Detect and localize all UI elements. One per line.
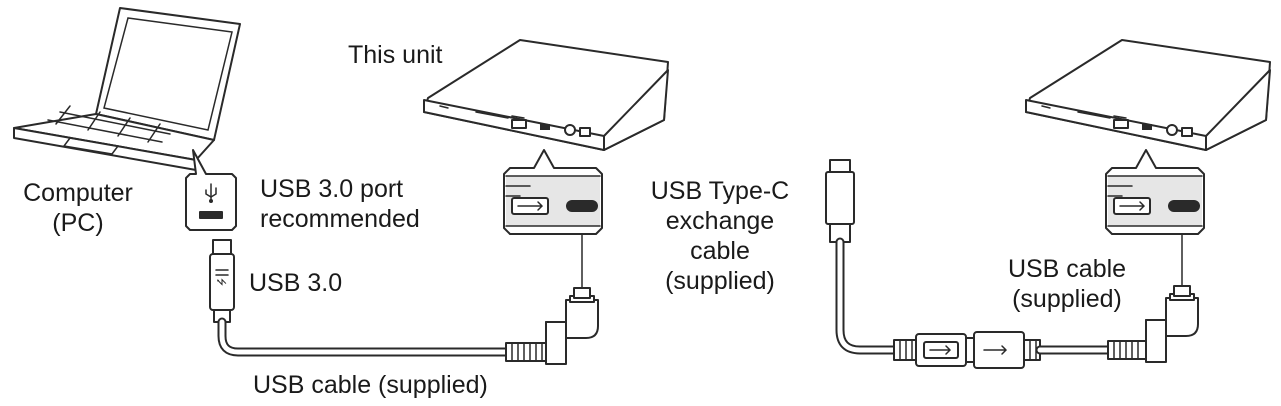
typec-cable-label-line2: exchange — [665, 207, 775, 235]
usb-a-plug-right — [965, 225, 1199, 369]
typec-cable-label: USB Type-C exchange cable (supplied) — [640, 176, 800, 296]
drive-port-callout-left — [503, 149, 603, 235]
usb-cable-right-label-line2: (supplied) — [1012, 285, 1122, 313]
usb-trident-icon — [205, 183, 217, 203]
usb-port-slot — [199, 211, 223, 219]
optical-drive-icon — [423, 39, 669, 151]
left-usb-cable — [217, 225, 599, 365]
this-unit-label: This unit — [348, 41, 443, 69]
usb-cable-left-label: USB cable (supplied) — [253, 371, 488, 399]
usb-port-callout — [185, 149, 237, 231]
usb-port-label-line1: USB 3.0 port — [260, 175, 404, 203]
typec-cable-label-line3: cable — [690, 237, 750, 265]
computer-label: Computer (PC) — [6, 178, 150, 238]
typec-cable-label-line1: USB Type-C — [650, 177, 790, 205]
usb-cable-right-label-line1: USB cable — [1007, 255, 1127, 283]
computer-label-line1: Computer — [23, 179, 133, 207]
usb-30-label: USB 3.0 — [249, 269, 343, 297]
optical-drive-icon-right — [1025, 39, 1271, 151]
computer-label-line2: (PC) — [52, 209, 104, 237]
usb-a-connector: ⭍ — [209, 239, 235, 323]
laptop-icon — [13, 7, 241, 171]
usb-port-label: USB 3.0 port recommended — [260, 174, 420, 234]
usb-port-label-line2: recommended — [260, 205, 420, 233]
typec-cable-label-line4: (supplied) — [665, 267, 775, 295]
usb-cable-right-label: USB cable (supplied) — [990, 254, 1144, 314]
drive-port-callout-right — [1105, 149, 1205, 235]
typec-exchange-cable — [825, 159, 967, 367]
usb-logo-icon: ⭍ — [215, 278, 227, 286]
